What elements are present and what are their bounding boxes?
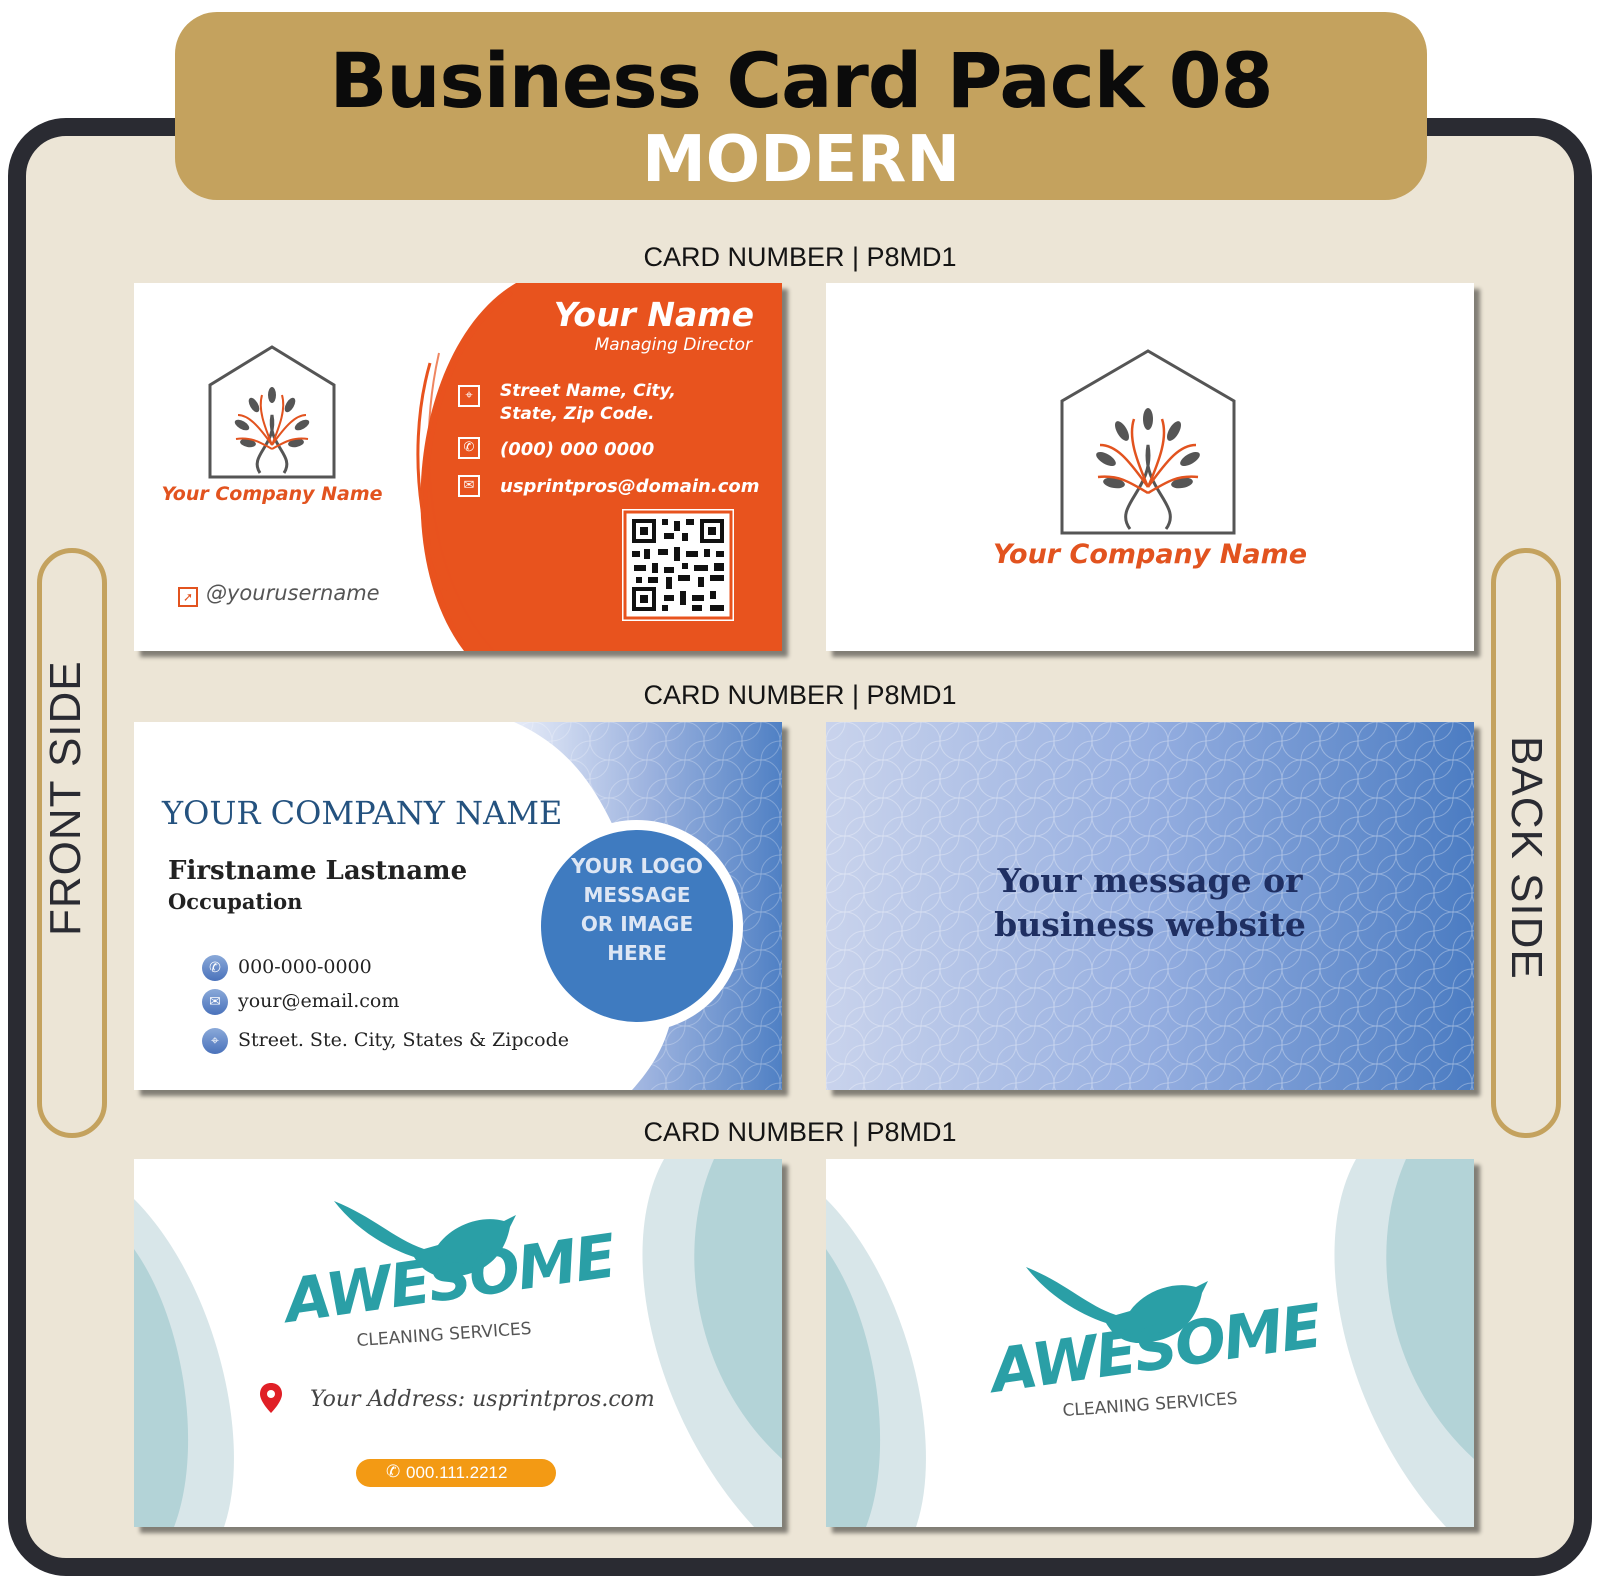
address-line1: Street Name, City,: [500, 381, 676, 401]
teal-curves-bg: [134, 1159, 782, 1527]
username: @yourusername: [206, 581, 380, 605]
occupation: Occupation: [168, 889, 303, 914]
location-pin-icon: ⌖: [458, 385, 480, 407]
card-teal-front: AWESOME CLEANING SERVICES Your Address: …: [134, 1159, 782, 1527]
address: Your Address: usprintpros.com: [310, 1387, 655, 1412]
card-blue-front: YOUR COMPANY NAME Firstname Lastname Occ…: [134, 722, 782, 1090]
phone: 000.111.2212: [406, 1463, 508, 1482]
company-name: Your Company Name: [992, 539, 1308, 570]
phone-badge: ✆ 000.111.2212: [356, 1459, 556, 1487]
card-number-label: CARD NUMBER | P8MD1: [643, 680, 957, 710]
message-line: Your message or: [997, 861, 1303, 900]
page-subtitle: MODERN: [642, 123, 960, 197]
house-tree-logo-icon: [1060, 349, 1236, 535]
email: your@email.com: [238, 990, 400, 1012]
logo-line: HERE: [607, 941, 667, 965]
card-orange-back: Your Company Name: [826, 283, 1474, 651]
phone-icon: ✆: [458, 437, 480, 459]
phone: (000) 000 0000: [500, 439, 655, 460]
address-line2: State, Zip Code.: [500, 404, 655, 424]
back-message: Your message or business website: [826, 859, 1474, 947]
title-banner: Business Card Pack 08 MODERN: [175, 12, 1427, 200]
qr-code-icon: [622, 509, 734, 621]
back-side-label: BACK SIDE: [1502, 736, 1551, 980]
teal-curves-bg: [826, 1159, 1474, 1527]
email: usprintpros@domain.com: [500, 476, 760, 497]
person-name: Your Name: [553, 295, 754, 334]
phone-icon: ✆: [202, 955, 228, 981]
front-side-pill: [37, 548, 107, 1138]
company-name: YOUR COMPANY NAME: [162, 794, 563, 832]
mail-icon: ✉: [458, 475, 480, 497]
message-line: business website: [994, 905, 1306, 944]
phone: 000-000-0000: [238, 956, 372, 978]
phone-icon: ✆: [386, 1462, 401, 1482]
bird-logo-icon: [1026, 1267, 1208, 1343]
mail-icon: ✉: [202, 989, 228, 1015]
logo-line: OR IMAGE: [580, 912, 694, 936]
location-pin-icon: [260, 1383, 282, 1413]
card-orange-front: Your Company Name ➚ @yourusername Your N…: [134, 283, 782, 651]
person-title: Managing Director: [594, 335, 752, 355]
page-title: Business Card Pack 08: [329, 36, 1273, 125]
cursor-icon: ➚: [178, 587, 198, 607]
address: Street. Ste. City, States & Zipcode: [238, 1029, 569, 1051]
card-number-label: CARD NUMBER | P8MD1: [643, 1117, 957, 1147]
person-name: Firstname Lastname: [168, 856, 468, 886]
logo-line: YOUR LOGO: [571, 854, 703, 878]
location-pin-icon: ⌖: [202, 1028, 228, 1054]
company-name: Your Company Name: [161, 483, 383, 505]
logo-placeholder: YOUR LOGO MESSAGE OR IMAGE HERE: [547, 852, 727, 968]
back-side-pill: [1491, 548, 1561, 1138]
card-teal-back: AWESOME CLEANING SERVICES: [826, 1159, 1474, 1527]
blue-gradient-bg: [826, 722, 1474, 1090]
bird-logo-icon: [334, 1201, 516, 1277]
house-tree-logo-icon: [208, 345, 336, 479]
card-number-label: CARD NUMBER | P8MD1: [643, 242, 957, 272]
card-blue-back: Your message or business website: [826, 722, 1474, 1090]
front-side-label: FRONT SIDE: [41, 660, 90, 936]
blue-gradient-bg: [514, 722, 782, 1090]
logo-line: MESSAGE: [583, 883, 691, 907]
